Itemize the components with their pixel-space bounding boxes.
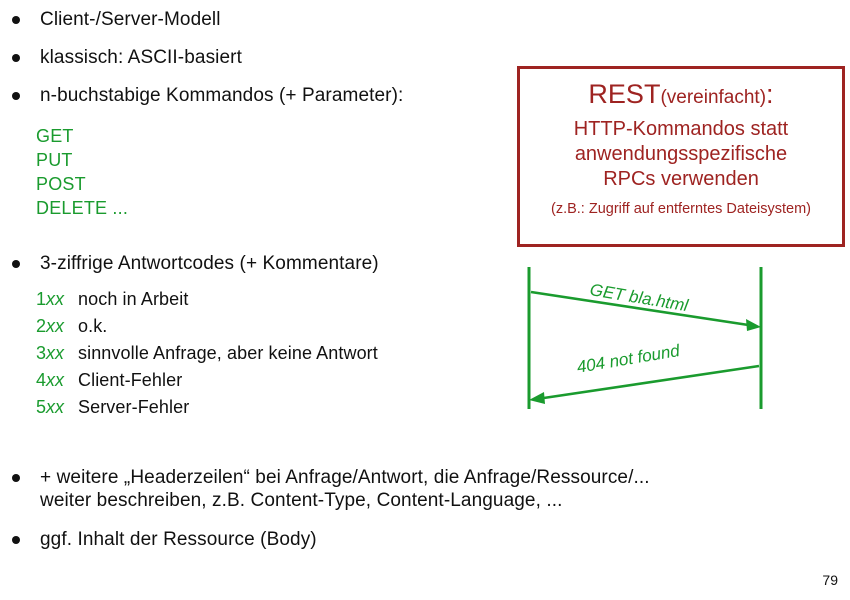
rest-title-colon: : [766,79,774,109]
method-item: GET [36,126,74,146]
status-code-key: 4xx [36,367,78,394]
status-code-row: 5xx Server-Fehler [36,394,378,421]
status-code-digit: 4 [36,370,47,390]
request-arrow-line [530,290,756,328]
status-code-row: 4xx Client-Fehler [36,367,378,394]
bullet-dot-icon [12,16,20,24]
bullet-text: ggf. Inhalt der Ressource (Body) [40,529,317,550]
http-method-list: GET PUT POST DELETE ... [36,124,128,220]
status-code-suffix: xx [46,370,65,390]
bullet-text: n-buchstabige Kommandos (+ Parameter): [40,85,404,106]
bullet-item-client-server: Client-/Server-Modell [12,8,492,31]
bullet-item-kommandos: n-buchstabige Kommandos (+ Parameter): [12,84,502,107]
bullet-dot-icon [12,260,20,268]
status-code-key: 5xx [36,394,78,421]
status-code-row: 3xx sinnvolle Anfrage, aber keine Antwor… [36,340,378,367]
method-item: PUT [36,150,73,170]
sequence-diagram-graphic [527,267,763,409]
rest-title: REST(vereinfacht): [520,79,842,113]
bullet-dot-icon [12,92,20,100]
bullet-text: 3-ziffrige Antwortcodes (+ Kommentare) [40,253,379,274]
status-code-description: noch in Arbeit [78,289,189,309]
status-code-suffix: xx [46,343,65,363]
rest-title-main: REST [588,79,661,109]
status-code-description: sinnvolle Anfrage, aber keine Antwort [78,343,378,363]
request-arrowhead-icon [746,319,761,331]
bullet-dot-icon [12,54,20,62]
bullet-item-antwortcodes: 3-ziffrige Antwortcodes (+ Kommentare) [12,252,502,275]
status-code-description: o.k. [78,316,108,336]
status-code-key: 1xx [36,286,78,313]
bullet-dot-icon [12,474,20,482]
rest-title-parenthetical: (vereinfacht) [660,87,767,108]
status-code-description: Client-Fehler [78,370,183,390]
status-code-key: 2xx [36,313,78,340]
response-arrow-line [536,364,760,401]
bullet-text: Client-/Server-Modell [40,9,221,30]
rest-body-text: HTTP-Kommandos statt anwendungsspezifisc… [573,118,789,190]
rest-callout-box: REST(vereinfacht): HTTP-Kommandos statt … [517,66,845,247]
page-number: 79 [822,572,838,588]
status-code-digit: 2 [36,316,47,336]
status-code-digit: 5 [36,397,47,417]
bullet-text: klassisch: ASCII-basiert [40,47,242,68]
method-item: POST [36,174,86,194]
method-item: DELETE ... [36,198,129,218]
response-arrowhead-icon [529,392,545,404]
sequence-diagram: GET bla.html 404 not found [515,258,775,416]
status-code-list: 1xx noch in Arbeit 2xx o.k. 3xx sinnvoll… [36,286,378,421]
bullet-item-body: ggf. Inhalt der Ressource (Body) [12,528,512,551]
status-code-suffix: xx [46,316,65,336]
status-code-description: Server-Fehler [78,397,190,417]
bullet-text: + weitere „Headerzeilen“ bei Anfrage/Ant… [40,467,650,511]
bullet-dot-icon [12,536,20,544]
status-code-suffix: xx [46,397,65,417]
status-code-row: 1xx noch in Arbeit [36,286,378,313]
status-code-digit: 3 [36,343,47,363]
status-code-row: 2xx o.k. [36,313,378,340]
bullet-item-headerzeilen: + weitere „Headerzeilen“ bei Anfrage/Ant… [12,466,838,512]
status-code-suffix: xx [46,289,65,309]
status-code-key: 3xx [36,340,78,367]
rest-note-text: (z.B.: Zugriff auf entferntes Dateisyste… [550,201,812,217]
bullet-item-ascii: klassisch: ASCII-basiert [12,46,492,69]
status-code-digit: 1 [36,289,47,309]
